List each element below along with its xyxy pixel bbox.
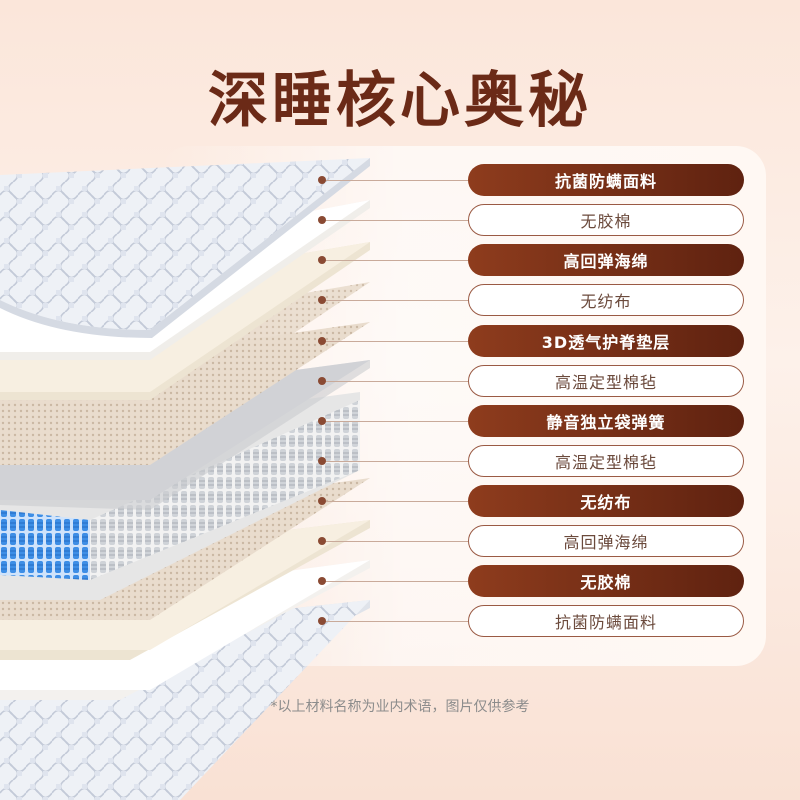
dot-icon (318, 337, 326, 345)
leader-line-8 (322, 461, 468, 462)
dot-icon (318, 417, 326, 425)
layer-label-2: 无胶棉 (468, 204, 744, 236)
page-title: 深睡核心奥秘 (208, 66, 592, 136)
layer-label-4: 无纺布 (468, 284, 744, 316)
layer-label-9: 无纺布 (468, 485, 744, 517)
layer-label-6: 高温定型棉毡 (468, 365, 744, 397)
layer-label-3: 高回弹海绵 (468, 244, 744, 276)
dot-icon (318, 216, 326, 224)
dot-icon (318, 377, 326, 385)
layer-label-10: 高回弹海绵 (468, 525, 744, 557)
dot-icon (318, 457, 326, 465)
leader-line-7 (322, 421, 468, 422)
leader-line-3 (322, 260, 468, 261)
dot-icon (318, 296, 326, 304)
leader-line-10 (322, 541, 468, 542)
dot-icon (318, 256, 326, 264)
layer-label-7: 静音独立袋弹簧 (468, 405, 744, 437)
dot-icon (318, 537, 326, 545)
leader-line-12 (322, 621, 468, 622)
leader-line-6 (322, 381, 468, 382)
leader-line-4 (322, 300, 468, 301)
layer-label-8: 高温定型棉毡 (468, 445, 744, 477)
leader-line-11 (322, 581, 468, 582)
leader-line-2 (322, 220, 468, 221)
layer-label-11: 无胶棉 (468, 565, 744, 597)
footnote: *以上材料名称为业内术语，图片仅供参考 (270, 699, 530, 715)
leader-line-5 (322, 341, 468, 342)
dot-icon (318, 577, 326, 585)
leader-line-9 (322, 501, 468, 502)
dot-icon (318, 617, 326, 625)
dot-icon (318, 497, 326, 505)
layer-label-5: 3D透气护脊垫层 (468, 325, 744, 357)
layer-label-12: 抗菌防螨面料 (468, 605, 744, 637)
leader-line-1 (322, 180, 468, 181)
layer-top-fabric (0, 158, 370, 338)
layer-label-1: 抗菌防螨面料 (468, 164, 744, 196)
dot-icon (318, 176, 326, 184)
